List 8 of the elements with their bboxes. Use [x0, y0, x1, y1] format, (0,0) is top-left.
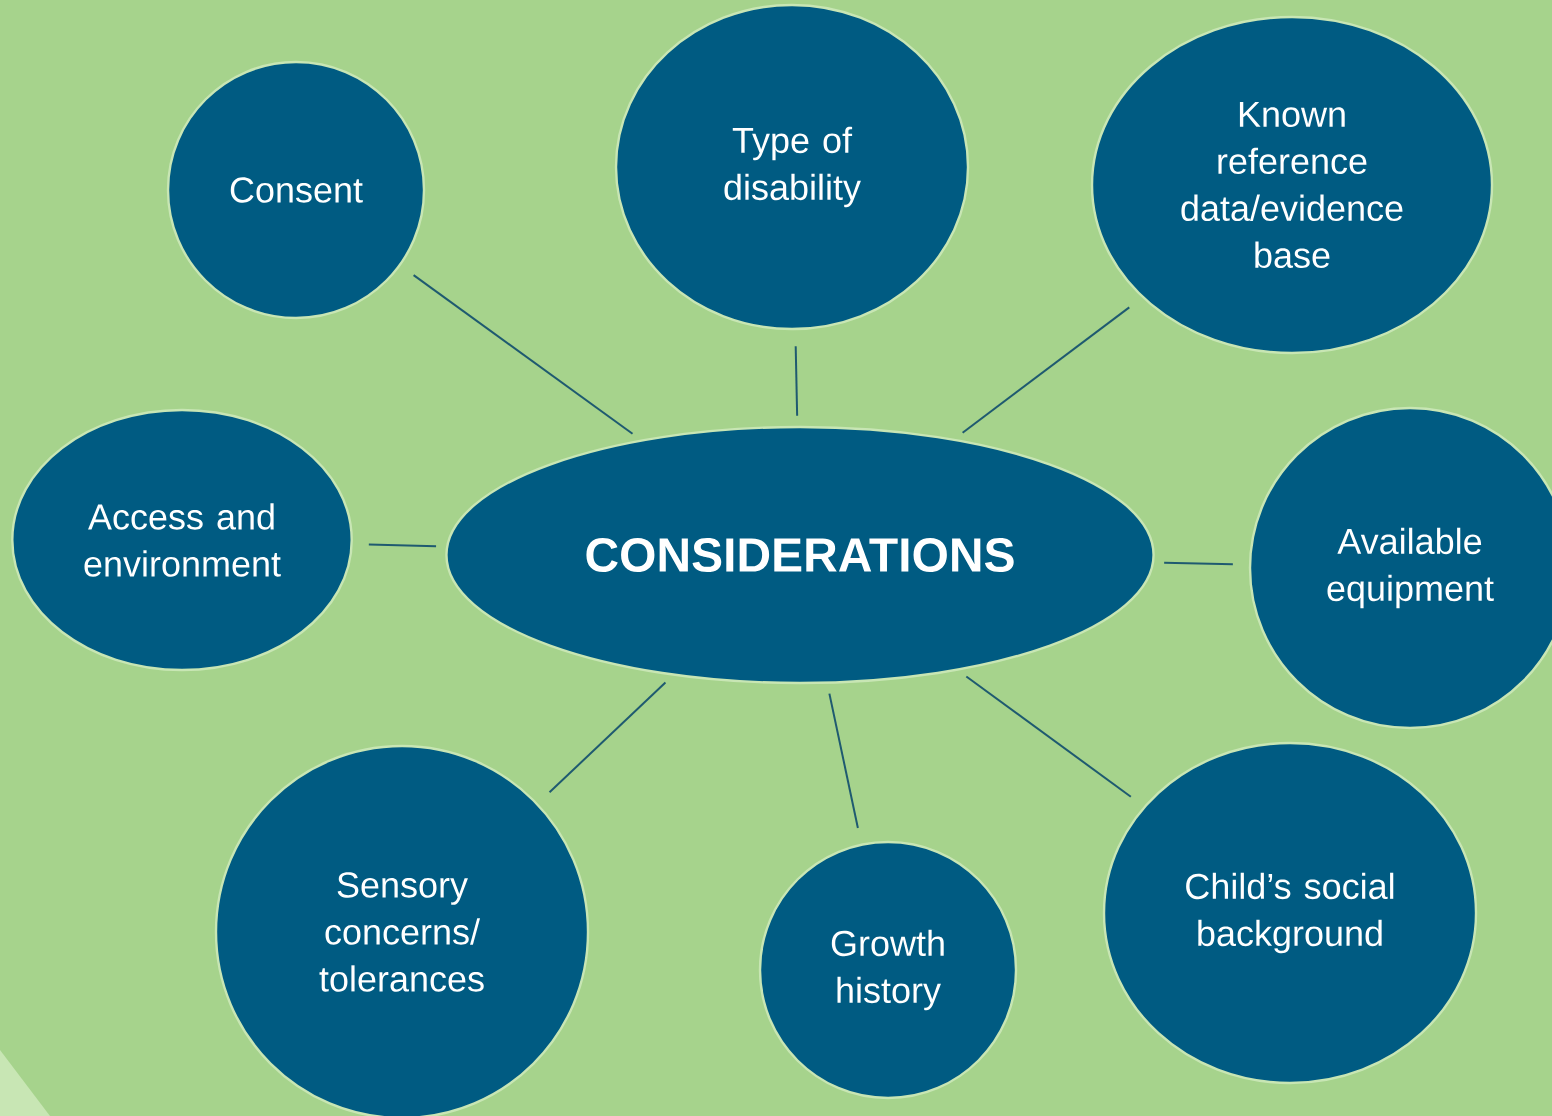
connector-line: [1163, 561, 1234, 566]
connector-line: [961, 306, 1131, 434]
connector-line: [828, 692, 859, 829]
connector-line: [412, 274, 634, 435]
connector-line: [548, 681, 667, 794]
connector-line: [965, 675, 1132, 798]
connector-line: [367, 543, 438, 548]
connector-line: [794, 345, 799, 417]
